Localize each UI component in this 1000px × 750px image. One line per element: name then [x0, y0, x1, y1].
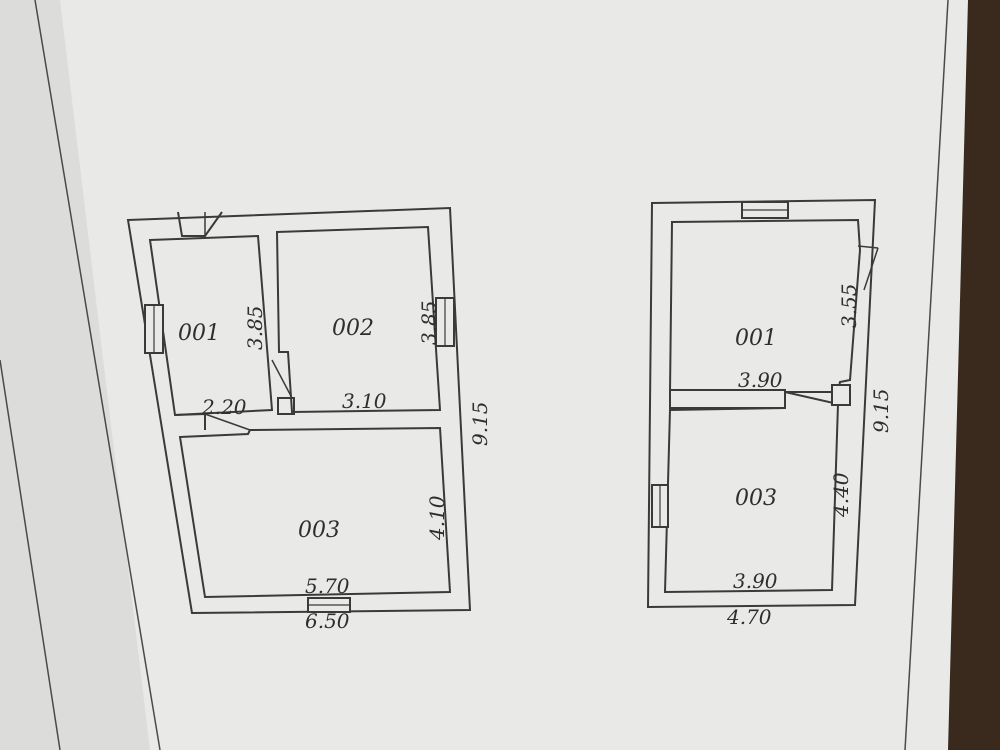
right-dim-room003-width: 3.90: [733, 569, 778, 593]
frame-line-right: [904, 0, 949, 750]
left-door-swing-1: [204, 413, 251, 431]
paper-sheet: [0, 0, 968, 750]
left-entrance-door: [177, 211, 223, 237]
left-dim-room003-width: 5.70: [305, 574, 350, 598]
left-dim-room003-height: 4.10: [425, 495, 449, 541]
right-dim-total-width: 4.70: [726, 605, 772, 629]
right-room-003-label: 003: [735, 486, 777, 511]
right-floor-plan: [646, 198, 879, 609]
right-entrance-swing: [863, 247, 879, 291]
right-plan-outer-wall: [646, 198, 877, 609]
left-dim-room002-height: 3.85: [417, 300, 441, 345]
right-dim-room001-width: 3.90: [738, 368, 783, 392]
left-door-swing-2: [271, 359, 293, 399]
right-dim-room003-height: 4.40: [829, 472, 853, 518]
right-partition-post: [831, 384, 851, 406]
paper-left-strip: [0, 0, 150, 750]
right-dim-total-height: 9.15: [869, 388, 893, 433]
frame-line-left-outer: [0, 359, 61, 750]
left-floor-plan: [126, 206, 472, 615]
left-dim-room001-width: 2.20: [201, 395, 247, 419]
left-room-003-walls: [178, 426, 452, 599]
left-room-002-label: 002: [332, 316, 374, 341]
right-dim-room001-height: 3.55: [837, 283, 861, 328]
left-room-001-walls: [148, 234, 274, 417]
left-room-002-walls: [275, 225, 442, 414]
right-partition-stub: [669, 389, 786, 409]
left-dim-room001-height: 3.85: [243, 305, 267, 350]
left-room-003-label: 003: [298, 518, 340, 543]
right-entrance-door: [857, 245, 879, 249]
frame-line-left: [34, 0, 161, 750]
left-plan-outer-wall: [126, 206, 472, 615]
left-room-001-label: 001: [178, 321, 220, 346]
left-dim-room002-width: 3.10: [342, 389, 387, 413]
left-dim-total-height: 9.15: [468, 401, 492, 446]
left-door-post: [277, 397, 295, 415]
right-room-001-label: 001: [735, 326, 777, 351]
left-dim-total-width: 6.50: [305, 609, 350, 633]
